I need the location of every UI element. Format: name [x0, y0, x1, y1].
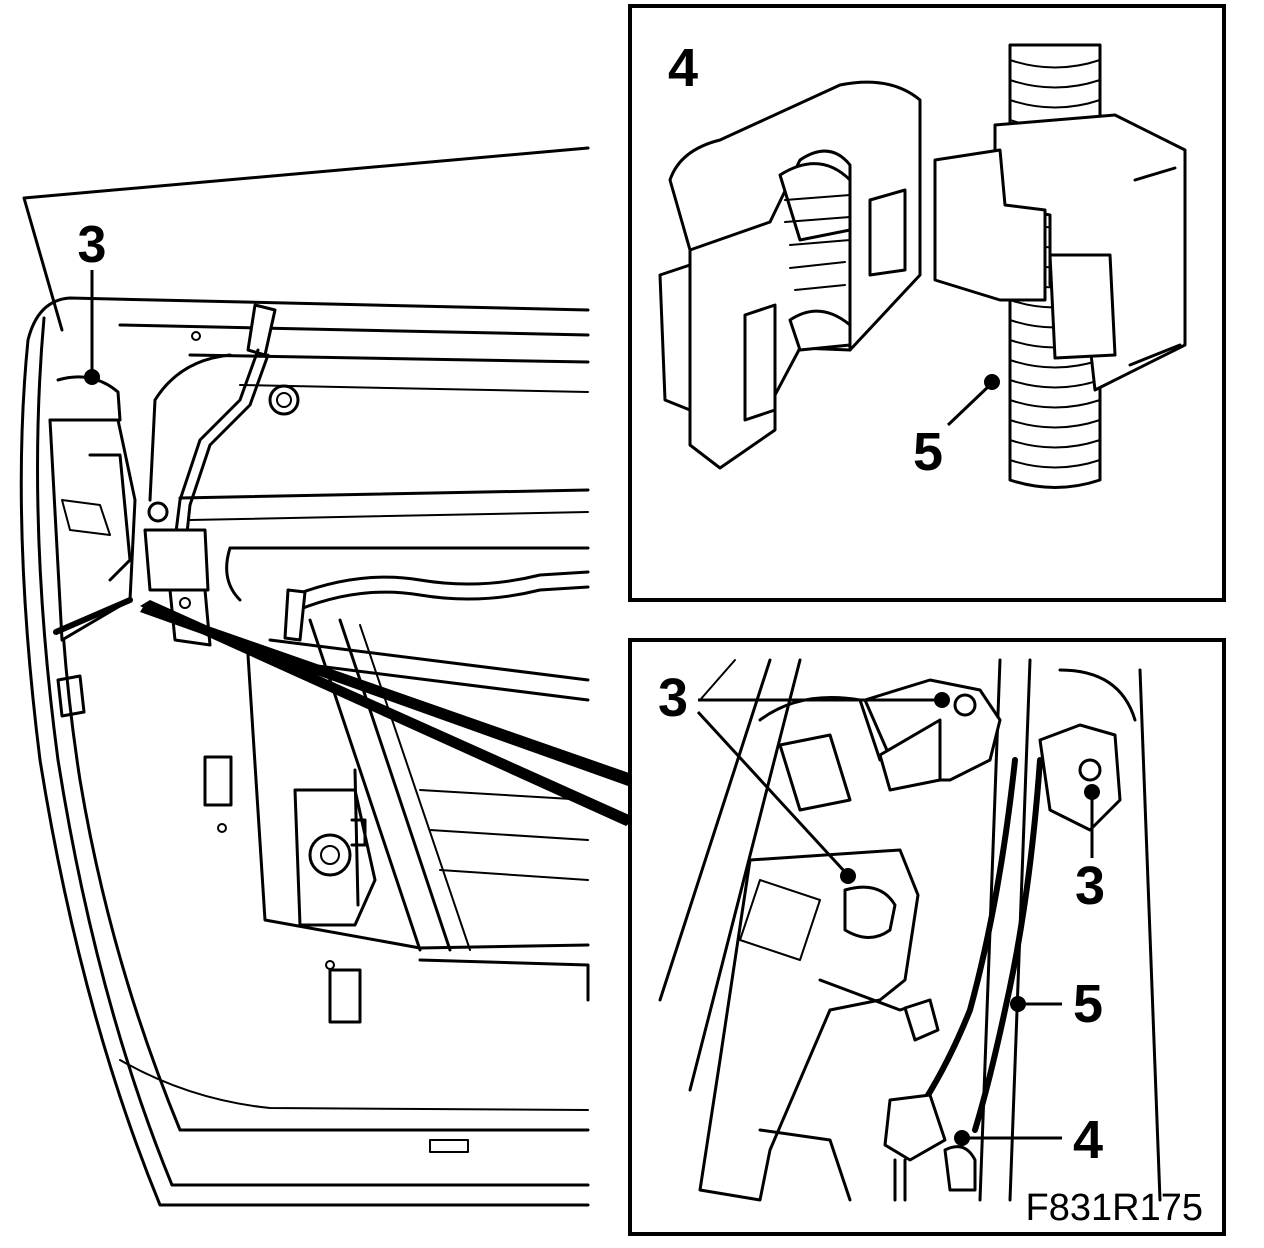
detail-top-panel: 4 5: [628, 4, 1226, 602]
figure-code: F831R175: [1026, 1187, 1203, 1229]
detail-bottom-panel: 3 3 5 4 F831R175: [628, 638, 1226, 1236]
callout-5-bottom-label: 5: [1073, 974, 1103, 1034]
callout-3b-bottom-label: 3: [1075, 856, 1105, 916]
callout-4-bottom: 4: [954, 1110, 1103, 1170]
callout-3-main-label: 3: [78, 216, 107, 274]
callout-5-top: 5: [913, 374, 1000, 482]
callout-3b-bottom: 3: [1075, 784, 1105, 916]
callout-3a-bottom: 3: [658, 668, 950, 884]
callout-5-bottom: 5: [1010, 974, 1103, 1034]
callout-4-bottom-label: 4: [1073, 1110, 1103, 1170]
callout-3-main: 3: [78, 216, 107, 385]
door-main-view: [19, 146, 636, 1207]
callout-5-top-label: 5: [913, 422, 943, 482]
callout-3a-bottom-label: 3: [658, 668, 688, 728]
callout-4-top-label: 4: [668, 38, 698, 98]
nut-clip: [658, 80, 922, 470]
right-clip: [933, 113, 1187, 392]
